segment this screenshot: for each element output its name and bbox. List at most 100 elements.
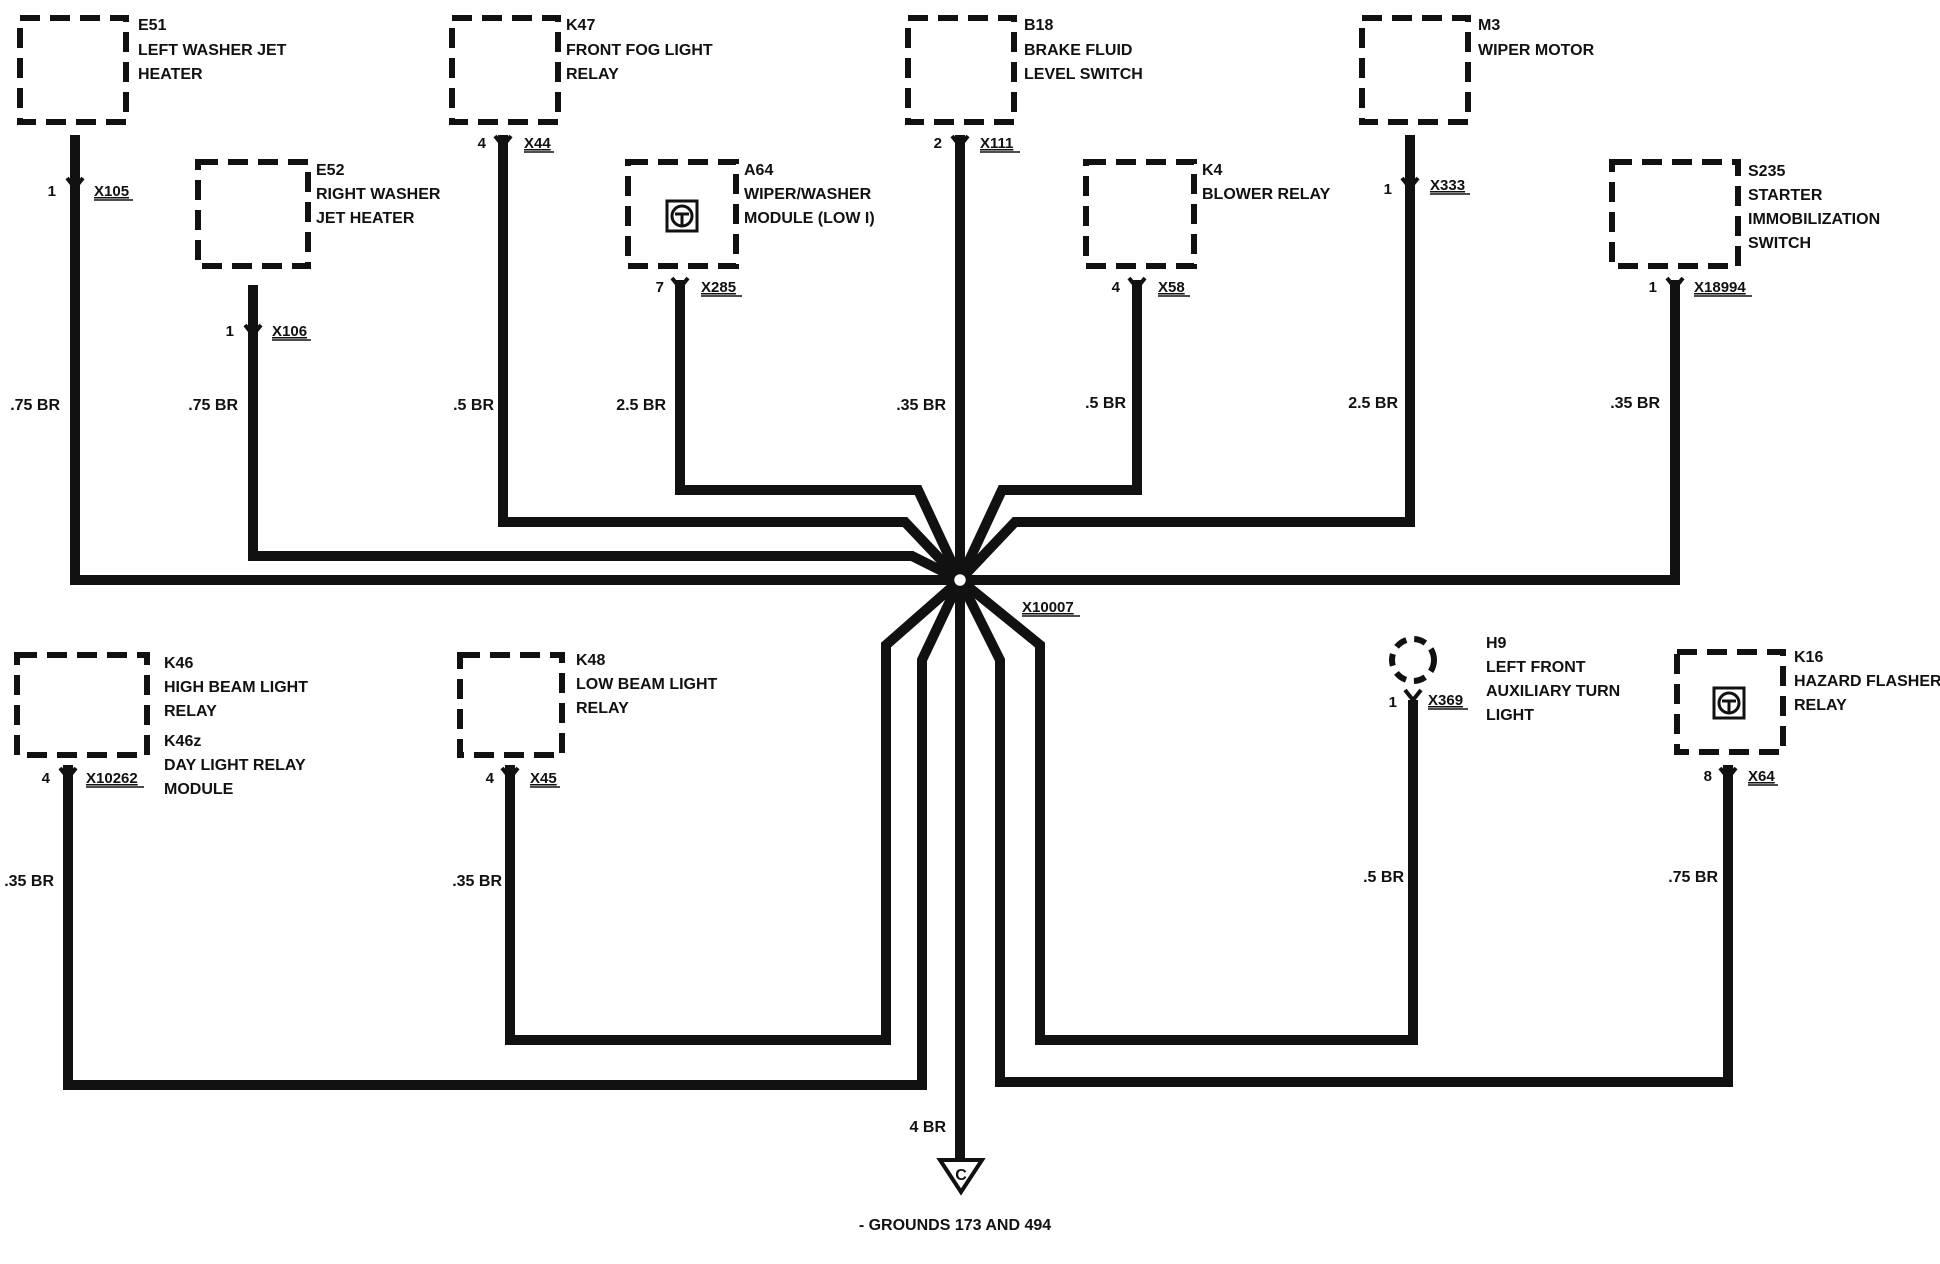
wire-k48: [505, 576, 964, 1045]
component-desc: MODULE (LOW I): [744, 210, 875, 227]
pin-number: 4: [42, 770, 51, 787]
wire-gauge: .35 BR: [1610, 395, 1660, 412]
pin-number: 1: [1384, 181, 1392, 198]
connector-id: X18994: [1694, 279, 1746, 296]
component-desc: LOW BEAM LIGHT: [576, 676, 718, 693]
ground-triangle-icon: [936, 1158, 986, 1196]
wire-e52: [248, 285, 963, 585]
component-id: K4: [1202, 162, 1223, 179]
component-desc: LEFT WASHER JET: [138, 42, 287, 59]
connector-id: X106: [272, 323, 307, 340]
component-id: E52: [316, 162, 345, 179]
wire-k16: [955, 577, 1733, 1087]
pin-numbers: 1 1 4 7 2 4 1 1 4 4 1 8: [42, 135, 1712, 787]
pin-number: 1: [48, 183, 56, 200]
splice-id: X10007: [1022, 599, 1074, 616]
wire-gauge: .5 BR: [1363, 869, 1404, 886]
component-desc: DAY LIGHT RELAY: [164, 757, 306, 774]
splice-node: [951, 571, 969, 589]
component-desc: JET HEATER: [316, 210, 415, 227]
wire-k47: [498, 135, 964, 584]
component-desc: MODULE: [164, 781, 234, 798]
component-id: E51: [138, 17, 167, 34]
wire-m3: [956, 135, 1415, 584]
component-desc: LEVEL SWITCH: [1024, 66, 1143, 83]
connector-id: X64: [1748, 768, 1775, 785]
component-desc: LEFT FRONT: [1486, 659, 1586, 676]
component-desc: BRAKE FLUID: [1024, 42, 1132, 59]
connector-ids: X105 X106 X44 X285 X111 X58 X333 X18994 …: [86, 135, 1778, 788]
wire-k4: [955, 280, 1142, 583]
ground-note: - GROUNDS 173 AND 494: [859, 1217, 1051, 1234]
wire-gauge: .35 BR: [4, 873, 54, 890]
component-id: K48: [576, 652, 605, 669]
box-m3: [1359, 15, 1471, 125]
pin-arrow-icon: [1127, 276, 1147, 292]
box-e51: [17, 15, 129, 125]
pin-number: 8: [1704, 768, 1712, 785]
connector-id: X111: [980, 135, 1013, 152]
component-id: K47: [566, 17, 595, 34]
component-desc: LIGHT: [1486, 707, 1534, 724]
box-k46: [14, 652, 150, 758]
connector-id: X10262: [86, 770, 138, 787]
wire-s235: [960, 280, 1680, 585]
box-k4: [1083, 159, 1197, 269]
pin-number: 1: [1649, 279, 1657, 296]
box-b18: [905, 15, 1017, 125]
box-a64: [625, 159, 739, 269]
connector-id: X285: [701, 279, 736, 296]
pin-arrow-icon: [58, 766, 78, 782]
wire-gauge: .5 BR: [453, 397, 494, 414]
component-desc: WIPER/WASHER: [744, 186, 872, 203]
pin-arrow-icon: [1718, 766, 1738, 782]
wires: [63, 135, 1733, 1160]
pin-arrow-icon: [950, 134, 970, 150]
component-desc: HIGH BEAM LIGHT: [164, 679, 308, 696]
connector-pins: [58, 134, 1738, 782]
wire-gauge: .75 BR: [10, 397, 60, 414]
component-id: H9: [1486, 635, 1507, 652]
component-id: K46: [164, 655, 193, 672]
component-id: K46z: [164, 733, 201, 750]
component-desc: FRONT FOG LIGHT: [566, 42, 713, 59]
ground-symbol: C: [936, 1158, 986, 1196]
component-desc: HEATER: [138, 66, 203, 83]
wire-gauge: .75 BR: [188, 397, 238, 414]
pin-number: 1: [226, 323, 234, 340]
wire-gauge: 2.5 BR: [1348, 395, 1398, 412]
pin-number: 4: [1112, 279, 1121, 296]
component-desc: RELAY: [566, 66, 619, 83]
pin-number: 4: [478, 135, 487, 152]
lamp-h9: [1389, 636, 1437, 684]
wire-k46: [63, 577, 965, 1090]
pin-arrow-icon: [65, 176, 85, 192]
pin-number: 4: [486, 770, 495, 787]
pin-arrow-icon: [1665, 276, 1685, 292]
pin-number: 2: [934, 135, 942, 152]
box-k48: [457, 652, 565, 758]
wire-a64: [675, 280, 965, 583]
component-desc: RELAY: [164, 703, 217, 720]
component-desc: BLOWER RELAY: [1202, 186, 1331, 203]
wire-gauge-ground: 4 BR: [910, 1119, 947, 1136]
wire-gauge: .35 BR: [452, 873, 502, 890]
connector-id: X333: [1430, 177, 1465, 194]
component-id: M3: [1478, 17, 1500, 34]
component-labels: E51 LEFT WASHER JET HEATER E52 RIGHT WAS…: [138, 17, 1940, 798]
box-k47: [449, 15, 561, 125]
pin-arrow-icon: [493, 134, 513, 150]
component-desc: SWITCH: [1748, 235, 1811, 252]
component-desc: HAZARD FLASHER: [1794, 673, 1940, 690]
component-desc: AUXILIARY TURN: [1486, 683, 1620, 700]
pin-number: 7: [656, 279, 664, 296]
module-chip-icon: [1712, 686, 1746, 720]
box-e52: [195, 159, 311, 269]
connector-id: X369: [1428, 692, 1463, 709]
module-symbol-icons: [665, 199, 1746, 720]
component-desc: WIPER MOTOR: [1478, 42, 1595, 59]
pin-arrow-icon: [500, 766, 520, 782]
connector-id: X45: [530, 770, 557, 787]
component-desc: RELAY: [1794, 697, 1847, 714]
wire-h9: [956, 576, 1418, 1045]
